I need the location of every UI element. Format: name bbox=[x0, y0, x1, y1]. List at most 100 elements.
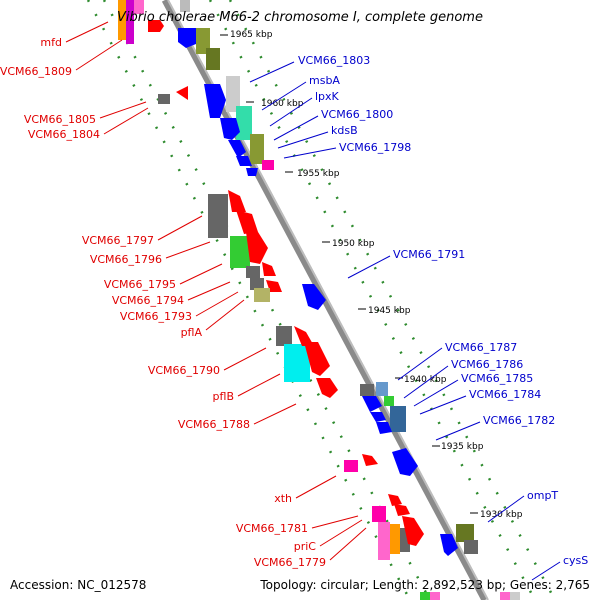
gene-features bbox=[118, 0, 520, 600]
gene-label-left[interactable]: VCM66_1794 bbox=[112, 294, 184, 307]
gene-block[interactable] bbox=[126, 0, 134, 14]
gene-block[interactable] bbox=[384, 396, 394, 406]
gene-arrow[interactable] bbox=[440, 534, 458, 556]
gene-block[interactable] bbox=[400, 528, 410, 552]
gene-label-right[interactable]: VCM66_1791 bbox=[393, 248, 465, 261]
gene-block[interactable] bbox=[510, 592, 520, 600]
gene-label-left[interactable]: VCM66_1795 bbox=[104, 278, 176, 291]
gene-arrow[interactable] bbox=[394, 504, 410, 516]
left-leader-lines bbox=[65, 21, 367, 561]
gene-label-left[interactable]: VCM66_1793 bbox=[120, 310, 192, 323]
gene-block[interactable] bbox=[284, 344, 310, 382]
gene-arrow[interactable] bbox=[388, 494, 402, 506]
gene-label-left[interactable]: VCM66_1790 bbox=[148, 364, 220, 377]
gene-label-right[interactable]: VCM66_1787 bbox=[445, 341, 517, 354]
gene-label-left[interactable]: VCM66_1809 bbox=[0, 65, 72, 78]
gene-block[interactable] bbox=[250, 134, 264, 164]
gene-label-right[interactable]: cysS bbox=[563, 554, 588, 567]
gene-label-left[interactable]: priC bbox=[294, 540, 317, 553]
gene-arrow[interactable] bbox=[228, 190, 246, 212]
gene-block[interactable] bbox=[262, 160, 274, 170]
accession-label: Accession: NC_012578 bbox=[10, 578, 147, 592]
gene-arrow[interactable] bbox=[362, 454, 378, 466]
gene-arrow[interactable] bbox=[392, 448, 418, 476]
gene-arrow[interactable] bbox=[376, 422, 392, 434]
gene-block[interactable] bbox=[158, 94, 170, 104]
genome-title: Vibrio cholerae M66-2 chromosome I, comp… bbox=[117, 10, 483, 25]
gene-arrow[interactable] bbox=[402, 516, 424, 546]
gene-block[interactable] bbox=[246, 266, 260, 278]
tick-label: 1950 kbp bbox=[332, 239, 375, 249]
gene-arrow[interactable] bbox=[236, 210, 258, 234]
gene-arrow[interactable] bbox=[204, 84, 226, 118]
outer-right-dotted-track bbox=[228, 0, 557, 600]
gene-block[interactable] bbox=[226, 76, 240, 112]
gene-block[interactable] bbox=[456, 524, 474, 542]
gene-label-right[interactable]: VCM66_1800 bbox=[321, 108, 393, 121]
gene-block[interactable] bbox=[344, 460, 358, 472]
gene-label-right[interactable]: msbA bbox=[309, 74, 340, 87]
tick-label: 1960 kbp bbox=[261, 99, 304, 109]
gene-label-right[interactable]: VCM66_1786 bbox=[451, 358, 523, 371]
gene-label-right[interactable]: VCM66_1784 bbox=[469, 388, 541, 401]
gene-arrow[interactable] bbox=[362, 396, 382, 412]
gene-label-right[interactable]: VCM66_1803 bbox=[298, 54, 370, 67]
gene-block[interactable] bbox=[390, 524, 400, 554]
gene-arrow[interactable] bbox=[316, 378, 338, 398]
gene-label-right[interactable]: ompT bbox=[527, 489, 558, 502]
gene-block[interactable] bbox=[180, 0, 190, 12]
gene-arrow[interactable] bbox=[370, 412, 386, 422]
gene-label-right[interactable]: kdsB bbox=[331, 124, 358, 137]
gene-arrow[interactable] bbox=[294, 326, 314, 346]
gene-block[interactable] bbox=[378, 522, 390, 560]
gene-arrow[interactable] bbox=[246, 232, 268, 264]
gene-block[interactable] bbox=[464, 540, 478, 554]
gene-label-left[interactable]: VCM66_1804 bbox=[28, 128, 100, 141]
gene-block[interactable] bbox=[126, 14, 134, 44]
tick-marks bbox=[220, 34, 478, 514]
gene-label-right[interactable]: VCM66_1785 bbox=[461, 372, 533, 385]
gene-label-left[interactable]: xth bbox=[274, 492, 292, 505]
gene-label-left[interactable]: VCM66_1805 bbox=[24, 113, 96, 126]
gene-block[interactable] bbox=[360, 384, 374, 396]
gene-arrow[interactable] bbox=[178, 28, 196, 48]
gene-block[interactable] bbox=[208, 194, 228, 238]
gene-block[interactable] bbox=[430, 592, 440, 600]
gene-label-right[interactable]: VCM66_1798 bbox=[339, 141, 411, 154]
gene-arrow[interactable] bbox=[148, 20, 164, 32]
gene-arrow[interactable] bbox=[262, 262, 276, 276]
gene-label-left[interactable]: VCM66_1781 bbox=[236, 522, 308, 535]
gene-block[interactable] bbox=[118, 14, 126, 40]
tick-label: 1945 kbp bbox=[368, 306, 411, 316]
gene-block[interactable] bbox=[372, 506, 386, 522]
gene-block[interactable] bbox=[196, 28, 210, 54]
gene-block[interactable] bbox=[236, 106, 252, 140]
gene-arrow[interactable] bbox=[246, 168, 258, 176]
gene-block[interactable] bbox=[230, 236, 250, 268]
gene-block[interactable] bbox=[250, 278, 264, 290]
gene-label-left[interactable]: pflB bbox=[213, 390, 234, 403]
gene-label-left[interactable]: pflA bbox=[181, 326, 203, 339]
gene-block[interactable] bbox=[390, 406, 406, 432]
gene-block[interactable] bbox=[420, 592, 430, 600]
gene-block[interactable] bbox=[500, 592, 510, 600]
gene-label-left[interactable]: VCM66_1788 bbox=[178, 418, 250, 431]
gene-label-right[interactable]: VCM66_1782 bbox=[483, 414, 555, 427]
gene-block[interactable] bbox=[254, 288, 270, 302]
gene-arrow[interactable] bbox=[304, 342, 330, 376]
gene-block[interactable] bbox=[276, 326, 292, 346]
gene-block[interactable] bbox=[134, 0, 144, 14]
gene-arrow[interactable] bbox=[236, 156, 252, 166]
gene-label-left[interactable]: VCM66_1797 bbox=[82, 234, 154, 247]
gene-label-right[interactable]: lpxK bbox=[315, 90, 340, 103]
gene-arrow[interactable] bbox=[176, 86, 188, 100]
gene-block[interactable] bbox=[376, 382, 388, 396]
gene-label-left[interactable]: VCM66_1779 bbox=[254, 556, 326, 569]
gene-mfd[interactable] bbox=[118, 0, 126, 14]
gene-arrow[interactable] bbox=[228, 140, 246, 158]
gene-label-left[interactable]: VCM66_1796 bbox=[90, 253, 162, 266]
gene-block[interactable] bbox=[206, 48, 220, 70]
gene-label-left[interactable]: mfd bbox=[40, 36, 62, 49]
gene-arrow[interactable] bbox=[302, 284, 326, 310]
gene-arrow[interactable] bbox=[220, 118, 240, 140]
